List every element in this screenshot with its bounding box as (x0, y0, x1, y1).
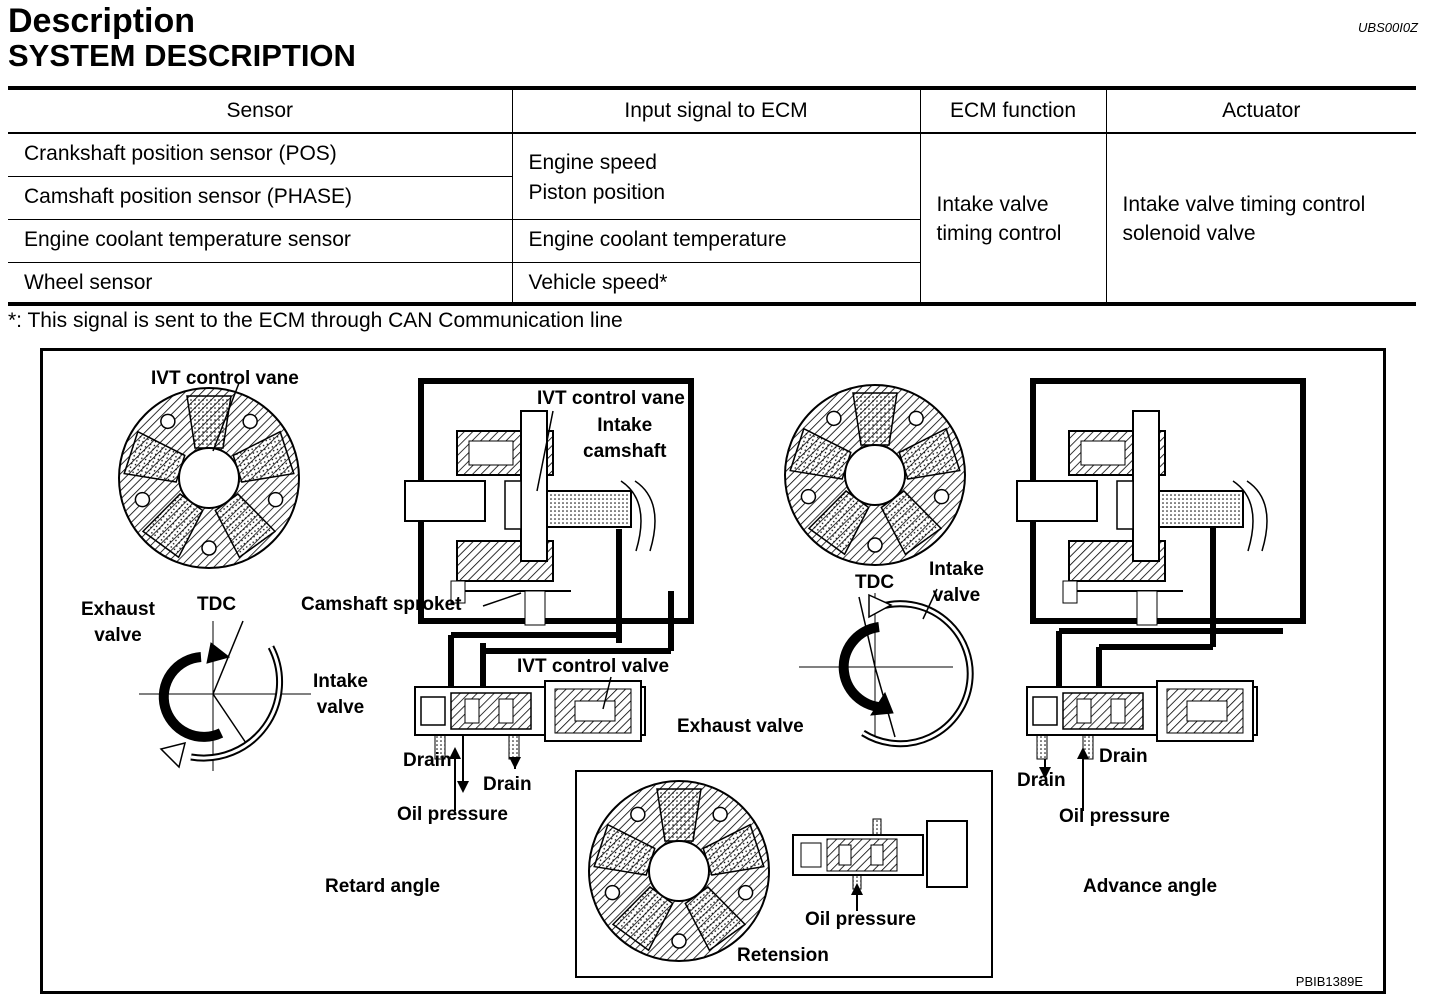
input-piston-position: Piston position (528, 181, 666, 204)
label-line: valve (316, 697, 365, 718)
ivt-control-valve-advance (1026, 680, 1258, 742)
system-table: Sensor Input signal to ECM ECM function … (8, 86, 1416, 306)
drain-label-left-1: Drain (403, 750, 452, 771)
label-line: valve (932, 585, 981, 606)
section-title: Description (8, 2, 196, 40)
actuator-cell: Intake valve timing control solenoid val… (1105, 132, 1416, 304)
input-engine-speed: Engine speed (528, 151, 657, 174)
header-input-signal: Input signal to ECM (511, 88, 920, 134)
footnote: *: This signal is sent to the ECM throug… (8, 309, 623, 332)
actuator-line: solenoid valve (1122, 222, 1256, 245)
exhaust-valve-label-right: Exhaust valve (677, 716, 804, 737)
rotor-retard (118, 387, 300, 569)
oil-pressure-label-left: Oil pressure (397, 804, 508, 825)
label-line: Exhaust (81, 599, 155, 620)
input-cell: Engine speed Piston position (511, 132, 920, 219)
rotor-advance (784, 384, 966, 566)
camshaft-sprocket-label: Camshaft sproket (301, 594, 462, 615)
doc-code: UBS00I0Z (1358, 20, 1418, 35)
sensor-cell: Wheel sensor (8, 261, 512, 304)
ivt-control-valve-label: IVT control valve (517, 656, 670, 677)
table-row: Engine coolant temperature sensor Engine… (8, 218, 1416, 262)
figure-code: PBIB1389E (1295, 974, 1363, 989)
input-cell: Engine coolant temperature (511, 218, 920, 262)
table-row: Wheel sensor Vehicle speed* (8, 261, 1416, 304)
retension-label: Retension (737, 945, 829, 966)
ivt-illustration (118, 351, 1383, 962)
sensor-cell: Engine coolant temperature sensor (8, 218, 512, 262)
table-row: Crankshaft position sensor (POS) Engine … (8, 132, 1416, 304)
timing-dial-retard (139, 620, 311, 771)
tdc-label-right: TDC (855, 572, 895, 593)
cam-head-advance (1017, 381, 1303, 625)
intake-valve-label-left: Intake valve (313, 669, 368, 721)
intake-valve-label-right: Intake valve (929, 557, 984, 609)
label-line: camshaft (583, 441, 667, 462)
header-sensor: Sensor (8, 88, 512, 134)
label-line: Intake (597, 415, 653, 436)
drain-label-left-2: Drain (483, 774, 532, 795)
ivt-control-valve-retard (414, 680, 646, 742)
ivt-control-vane-label-center: IVT control vane (537, 388, 685, 409)
table-row: Camshaft position sensor (PHASE) (8, 175, 1416, 219)
sensor-cell: Camshaft position sensor (PHASE) (8, 175, 512, 219)
label-line: valve (94, 625, 142, 646)
tdc-label-left: TDC (197, 594, 237, 615)
header-ecm-function: ECM function (919, 88, 1106, 134)
drain-label-right-1: Drain (1017, 770, 1066, 791)
sensor-cell: Crankshaft position sensor (POS) (8, 132, 512, 176)
ecm-function-line: timing control (936, 222, 1062, 245)
ecm-function-line: Intake valve (936, 193, 1049, 216)
retension-inset: Oil pressure Retension (575, 770, 993, 978)
drain-label-right-2: Drain (1099, 746, 1148, 767)
section-subtitle: SYSTEM DESCRIPTION (8, 38, 356, 73)
label-line: Intake (929, 559, 984, 580)
ecm-function-cell: Intake valve timing control (919, 132, 1106, 304)
header-actuator: Actuator (1105, 88, 1416, 134)
ivt-control-valve-retension (792, 818, 968, 911)
oil-pressure-label-right: Oil pressure (1059, 806, 1170, 827)
table-header-row: Sensor Input signal to ECM ECM function … (8, 88, 1416, 134)
label-line: Intake (313, 671, 368, 692)
ivt-diagram: IVT control vane IVT control vane Intake… (40, 348, 1386, 994)
ivt-control-vane-label-left: IVT control vane (151, 368, 299, 389)
retard-angle-label: Retard angle (325, 876, 441, 897)
advance-angle-label: Advance angle (1083, 876, 1218, 897)
oil-pressure-label-retension: Oil pressure (805, 909, 916, 930)
timing-dial-advance (799, 588, 974, 748)
exhaust-valve-label-left: Exhaust valve (81, 597, 155, 649)
input-cell: Vehicle speed* (511, 261, 920, 304)
actuator-line: Intake valve timing control (1122, 193, 1366, 216)
intake-camshaft-label: Intake camshaft (583, 413, 666, 465)
